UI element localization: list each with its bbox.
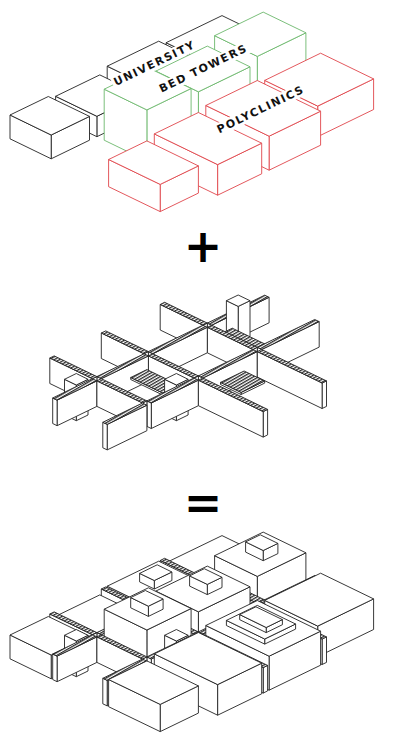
block-top (131, 591, 163, 607)
circulation-spines (50, 295, 327, 450)
block-top (257, 320, 319, 350)
block-side (263, 665, 267, 693)
block-top (215, 532, 306, 576)
block-top (109, 141, 199, 185)
block-top (104, 588, 191, 630)
block-front (257, 352, 322, 409)
block-side (263, 409, 267, 437)
block-front (103, 422, 107, 450)
block-top (160, 302, 207, 325)
block-top (240, 607, 283, 628)
block-top (97, 379, 147, 403)
block-top (206, 81, 321, 137)
block-top (246, 535, 278, 551)
equals-sign: = (184, 480, 223, 526)
plus-sign: + (184, 223, 223, 269)
block-side (322, 381, 326, 409)
block-top (101, 331, 148, 354)
block-top (207, 325, 257, 349)
block-front (53, 654, 57, 682)
block-top (97, 635, 147, 659)
block-top (221, 371, 265, 392)
block-top (147, 378, 199, 403)
program-blocks (10, 12, 374, 212)
block-top (103, 403, 147, 424)
combined-massing (10, 532, 374, 732)
block-front (198, 380, 263, 437)
block-top (198, 378, 267, 412)
block-top (140, 565, 172, 581)
block-side (322, 637, 326, 665)
block-top (53, 635, 97, 657)
block-top (10, 97, 90, 136)
block-front (53, 398, 57, 426)
block-top (53, 379, 97, 401)
block-top (109, 661, 199, 705)
block-top (226, 605, 295, 639)
block-front (147, 401, 151, 429)
block-top (257, 350, 326, 384)
block-top (226, 295, 250, 306)
block-front (103, 678, 107, 706)
block-top (148, 325, 207, 354)
block-top (190, 569, 222, 585)
